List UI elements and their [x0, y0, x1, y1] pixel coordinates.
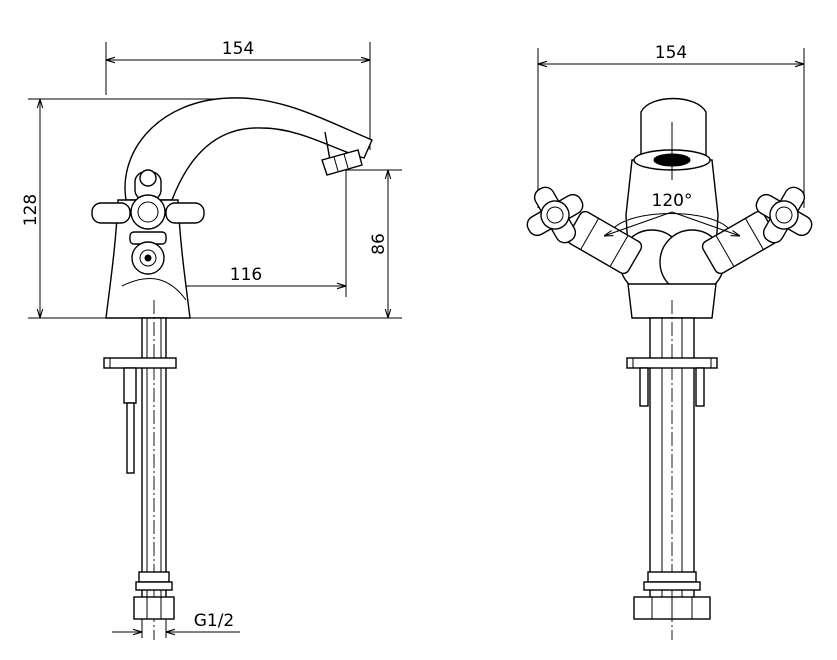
dimension-label-spout-height: 86 [369, 233, 389, 255]
spout [124, 97, 373, 201]
tap-body-front: 120° [611, 97, 731, 319]
dimension-label-reach: 116 [230, 265, 262, 285]
thread-callout: G1/2 [112, 611, 240, 638]
cross-handle-side [91, 169, 205, 275]
cross-handle-right [755, 186, 813, 244]
thread-label: G1/2 [194, 611, 235, 631]
dimension-width-side: 154 [105, 39, 371, 150]
shank-front [626, 300, 718, 640]
side-view: 154 128 86 116 [21, 39, 402, 640]
angle-label: 120° [652, 191, 693, 211]
dimension-label-height-side: 128 [21, 194, 41, 226]
front-view: 154 120° [526, 43, 813, 640]
dimension-width-front: 154 [537, 43, 805, 208]
shank-side [103, 300, 177, 640]
angle-indicator [604, 211, 740, 236]
cross-handle-left [526, 186, 584, 244]
dimension-label-width-front: 154 [655, 43, 687, 63]
dimension-label-width-side: 154 [222, 39, 254, 59]
valve-arm-right [701, 210, 778, 275]
dimension-spout-height: 86 [188, 169, 402, 319]
valve-arm-left [566, 210, 643, 275]
